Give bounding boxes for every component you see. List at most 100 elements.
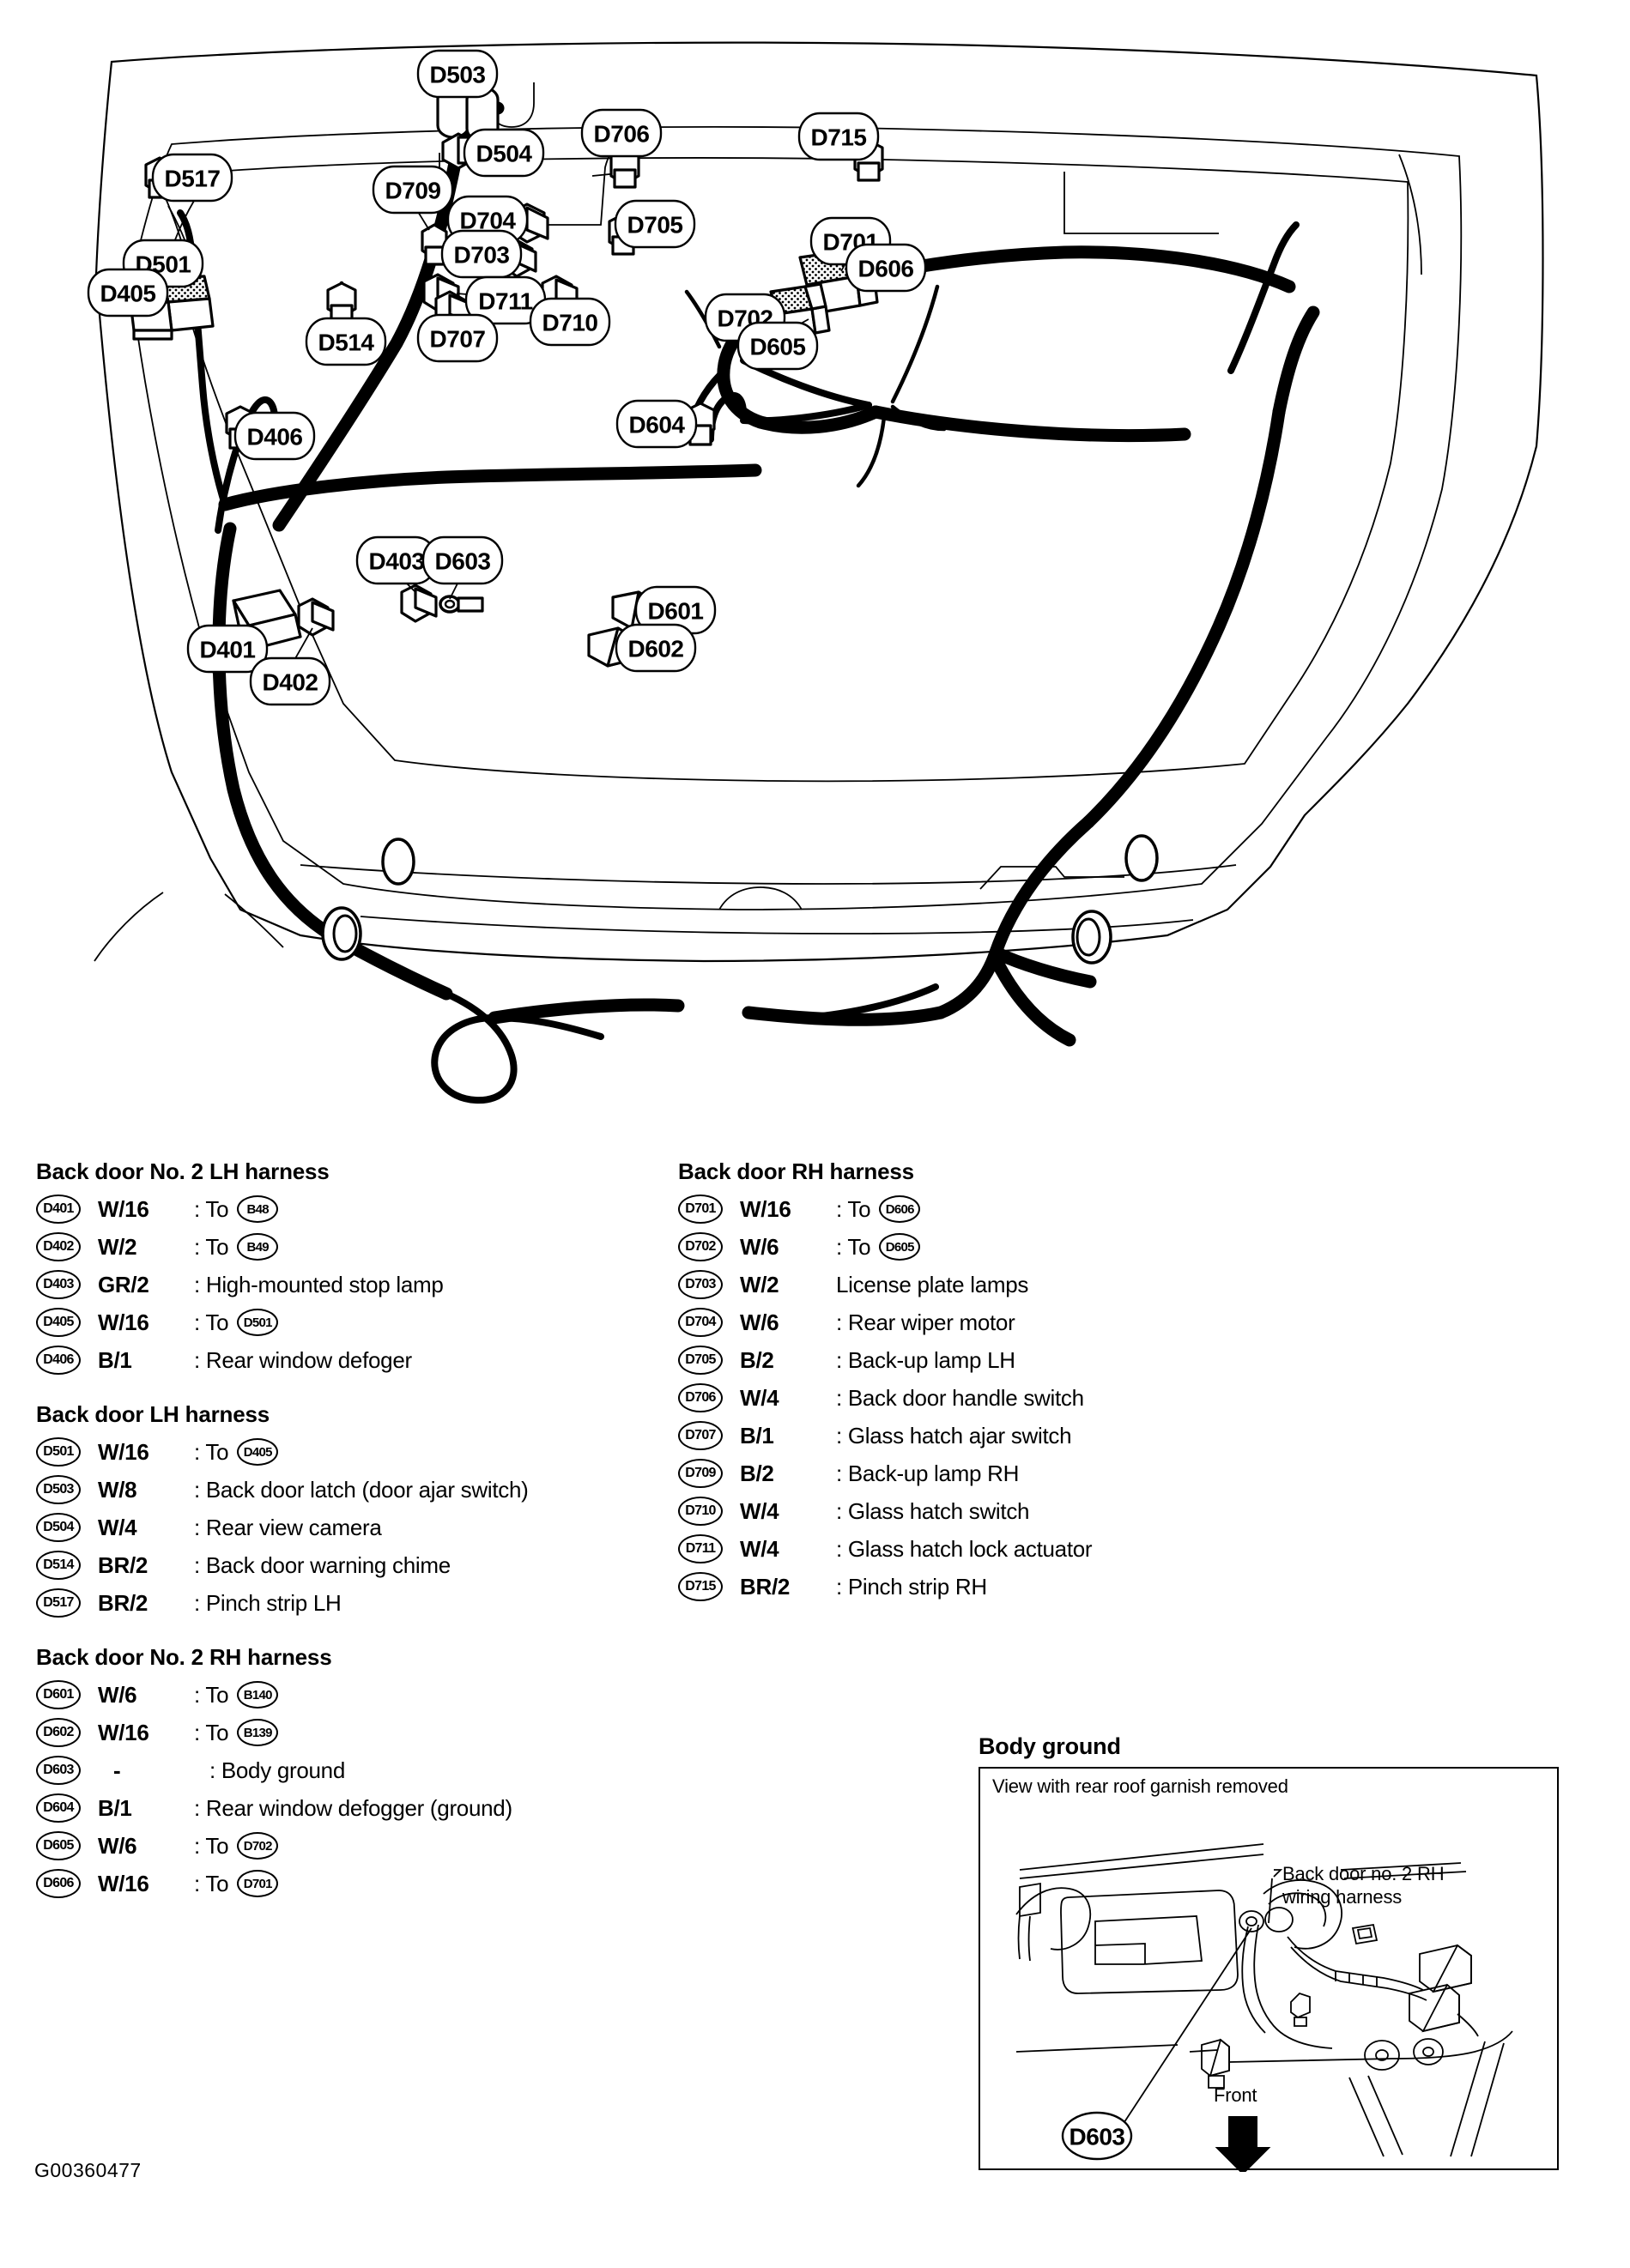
- legend-code-bubble: D401: [36, 1194, 81, 1224]
- legend-gauge: BR/2: [98, 1589, 148, 1616]
- legend-description-text: : Rear wiper motor: [836, 1309, 1015, 1335]
- legend-target-bubble: D501: [237, 1309, 279, 1336]
- legend-description-text: : Back-up lamp RH: [836, 1460, 1020, 1486]
- callout-d601: D601: [634, 585, 717, 635]
- d603-leader: [1120, 1927, 1252, 2128]
- legend-description-text: : To: [194, 1870, 229, 1896]
- legend-gauge: W/6: [740, 1309, 779, 1335]
- legend-code-bubble: D406: [36, 1346, 81, 1375]
- legend-description-text: : Back-up lamp LH: [836, 1346, 1015, 1373]
- legend-gauge: W/16: [98, 1309, 149, 1335]
- callout-label: D705: [627, 212, 683, 239]
- callout-label: D709: [385, 178, 441, 204]
- legend-target-bubble: D606: [879, 1195, 921, 1223]
- legend-code-bubble: D606: [36, 1869, 81, 1898]
- legend-description-text: : Pinch strip LH: [194, 1589, 342, 1616]
- legend-target-bubble: B48: [237, 1195, 279, 1223]
- legend-code-bubble: D709: [678, 1459, 723, 1488]
- callout-label: D715: [811, 124, 867, 151]
- legend-description-text: : Glass hatch switch: [836, 1497, 1030, 1524]
- callout-d517: D517: [151, 153, 233, 203]
- callout-d604: D604: [615, 399, 698, 449]
- callout-label: D514: [318, 330, 375, 356]
- callout-d406: D406: [233, 411, 316, 461]
- legend-code-bubble: D701: [678, 1194, 723, 1224]
- legend-code-bubble: D517: [36, 1588, 81, 1618]
- legend-target-bubble: B139: [237, 1719, 279, 1746]
- legend-description-text: : To: [194, 1309, 229, 1335]
- legend-gauge: B/1: [740, 1422, 774, 1448]
- legend-description-text: : To: [836, 1195, 871, 1222]
- legend-target-bubble: D702: [237, 1832, 279, 1860]
- legend-description-text: : To: [194, 1438, 229, 1465]
- legend-code-bubble: D605: [36, 1831, 81, 1860]
- callout-label: D704: [460, 208, 517, 234]
- callout-d715: D715: [797, 112, 880, 161]
- legend-gauge: W/4: [740, 1497, 779, 1524]
- callout-label: D403: [369, 548, 425, 575]
- legend-row: D517 BR/2 : Pinch strip LH: [36, 1584, 637, 1622]
- legend-description-text: : Body ground: [209, 1757, 345, 1783]
- callout-label: D606: [858, 256, 914, 282]
- legend-group-title: Back door LH harness: [36, 1401, 270, 1427]
- callout-label: D402: [263, 669, 318, 696]
- body-ground-title: Body ground: [979, 1733, 1121, 1759]
- legend-gauge: W/16: [98, 1719, 149, 1745]
- legend-gauge: B/2: [740, 1346, 774, 1373]
- callout-label: D604: [629, 412, 686, 438]
- legend-gauge: GR/2: [98, 1271, 149, 1297]
- legend-description-text: : Rear window defoger: [194, 1346, 412, 1373]
- legend-gauge: W/4: [740, 1535, 779, 1562]
- legend-target-bubble: B140: [237, 1681, 279, 1709]
- callout-label: D711: [478, 288, 532, 315]
- callout-label: D707: [430, 326, 486, 353]
- front-direction-arrow: [1215, 2116, 1271, 2172]
- legend-gauge: W/16: [98, 1195, 149, 1222]
- legend-description: : High-mounted stop lamp: [194, 1272, 444, 1298]
- legend-gauge: W/6: [740, 1233, 779, 1260]
- legend-description-text: License plate lamps: [836, 1271, 1029, 1297]
- legend-gauge: W/16: [98, 1438, 149, 1465]
- legend-description: : Pinch strip LH: [194, 1590, 342, 1617]
- legend-gauge: B/1: [98, 1794, 132, 1821]
- legend-code-bubble: D402: [36, 1232, 81, 1261]
- harness-callout-label: Back door no. 2 RH wiring harness: [1282, 1863, 1445, 1908]
- legend-gauge: W/2: [98, 1233, 137, 1260]
- legend-code-bubble: D403: [36, 1270, 81, 1299]
- connector-D402: [297, 597, 335, 637]
- legend-gauge: W/16: [98, 1870, 149, 1896]
- callout-d703: D703: [440, 229, 523, 279]
- legend-code-bubble: D706: [678, 1383, 723, 1412]
- legend-description-text: : To: [836, 1233, 871, 1260]
- callout-d402: D402: [249, 656, 331, 706]
- legend-description-text: : To: [194, 1719, 229, 1745]
- legend-description: : Body ground: [209, 1757, 345, 1784]
- legend-gauge: W/16: [740, 1195, 791, 1222]
- legend-code-bubble: D705: [678, 1346, 723, 1375]
- legend-code-bubble: D514: [36, 1551, 81, 1580]
- legend-code-bubble: D504: [36, 1513, 81, 1542]
- legend-description-text: : Pinch strip RH: [836, 1573, 987, 1600]
- callout-d606: D606: [845, 243, 927, 293]
- legend-description: : Rear window defogger (ground): [194, 1795, 512, 1822]
- legend-description-text: : Glass hatch lock actuator: [836, 1535, 1093, 1562]
- legend-code-bubble: D703: [678, 1270, 723, 1299]
- legend-row: D403 GR/2 : High-mounted stop lamp: [36, 1266, 637, 1303]
- legend-description: : Back-up lamp RH: [836, 1461, 1019, 1487]
- legend-description: : To D501: [194, 1309, 279, 1336]
- legend-description-text: : Back door latch (door ajar switch): [194, 1476, 529, 1503]
- legend-description-text: : Glass hatch ajar switch: [836, 1422, 1072, 1448]
- legend-target-bubble: B49: [237, 1233, 279, 1261]
- legend-description: : Pinch strip RH: [836, 1574, 987, 1600]
